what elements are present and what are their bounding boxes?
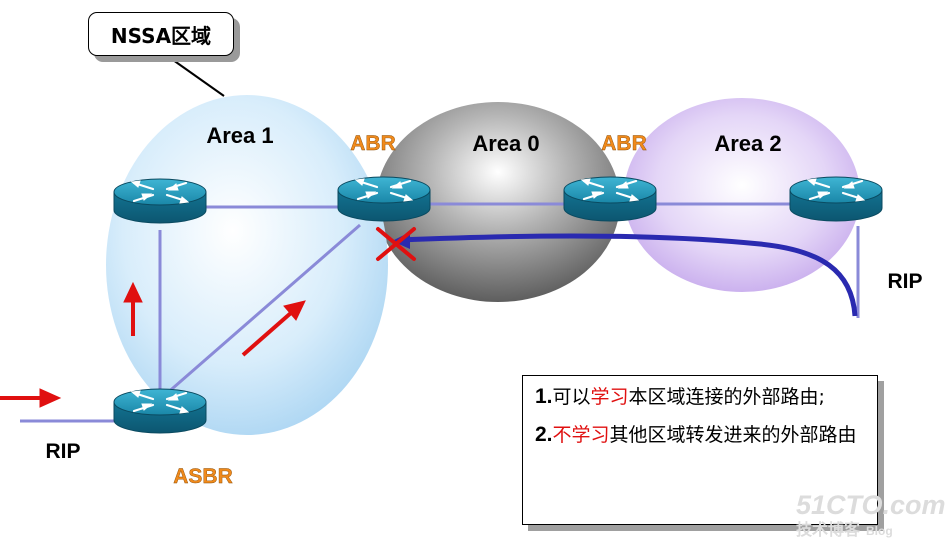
watermark-blog: Blog	[866, 524, 893, 538]
note-2-number: 2.	[535, 423, 553, 446]
watermark-logo: 51CTO.com 技术博客 Blog	[796, 490, 946, 550]
blocked-x-icon	[376, 227, 416, 261]
rip-right-label: RIP	[887, 270, 922, 293]
area2-label: Area 2	[714, 131, 781, 156]
area0-region	[376, 102, 620, 302]
note-1-pre: 可以	[552, 386, 591, 408]
area1-label: Area 1	[206, 123, 273, 148]
nssa-callout: NSSA区域	[88, 12, 234, 56]
asbr-label: ASBR	[173, 465, 233, 488]
callout-text: NSSA区域	[110, 23, 212, 48]
note-1-post: 本区域连接的外部路由;	[628, 386, 825, 408]
watermark-sub: 技术博客	[796, 522, 861, 539]
area2-region	[624, 98, 860, 292]
watermark-main: 51CTO.com	[796, 490, 946, 520]
abr-left-label: ABR	[350, 132, 396, 155]
arrow-right-icon	[0, 388, 62, 408]
area0-label: Area 0	[472, 131, 539, 156]
link-asbr-abr1	[164, 223, 361, 397]
router-area2[interactable]	[788, 175, 884, 223]
external-route-line	[399, 233, 858, 317]
arrow-up-icon	[123, 281, 143, 336]
red-arrows	[0, 281, 306, 408]
callout-pointer	[165, 54, 225, 97]
notes-box: 1.可以学习本区域连接的外部路由; 2.不学习其他区域转发进来的外部路由	[522, 375, 878, 525]
arrow-diagonal-icon	[241, 300, 306, 357]
abr-right-label: ABR	[601, 132, 647, 155]
rip-left-label: RIP	[45, 440, 80, 463]
note-item-2: 2.不学习其他区域转发进来的外部路由	[535, 420, 867, 450]
note-1-highlight: 学习	[590, 386, 629, 408]
router-area1[interactable]	[112, 177, 208, 225]
note-1-number: 1.	[535, 385, 553, 408]
router-abr-right[interactable]	[562, 175, 658, 223]
router-asbr[interactable]	[112, 387, 208, 435]
note-2-post: 其他区域转发进来的外部路由	[609, 424, 857, 446]
router-abr-left[interactable]	[336, 175, 432, 223]
note-2-highlight: 不学习	[552, 424, 610, 446]
note-item-1: 1.可以学习本区域连接的外部路由;	[535, 382, 867, 412]
